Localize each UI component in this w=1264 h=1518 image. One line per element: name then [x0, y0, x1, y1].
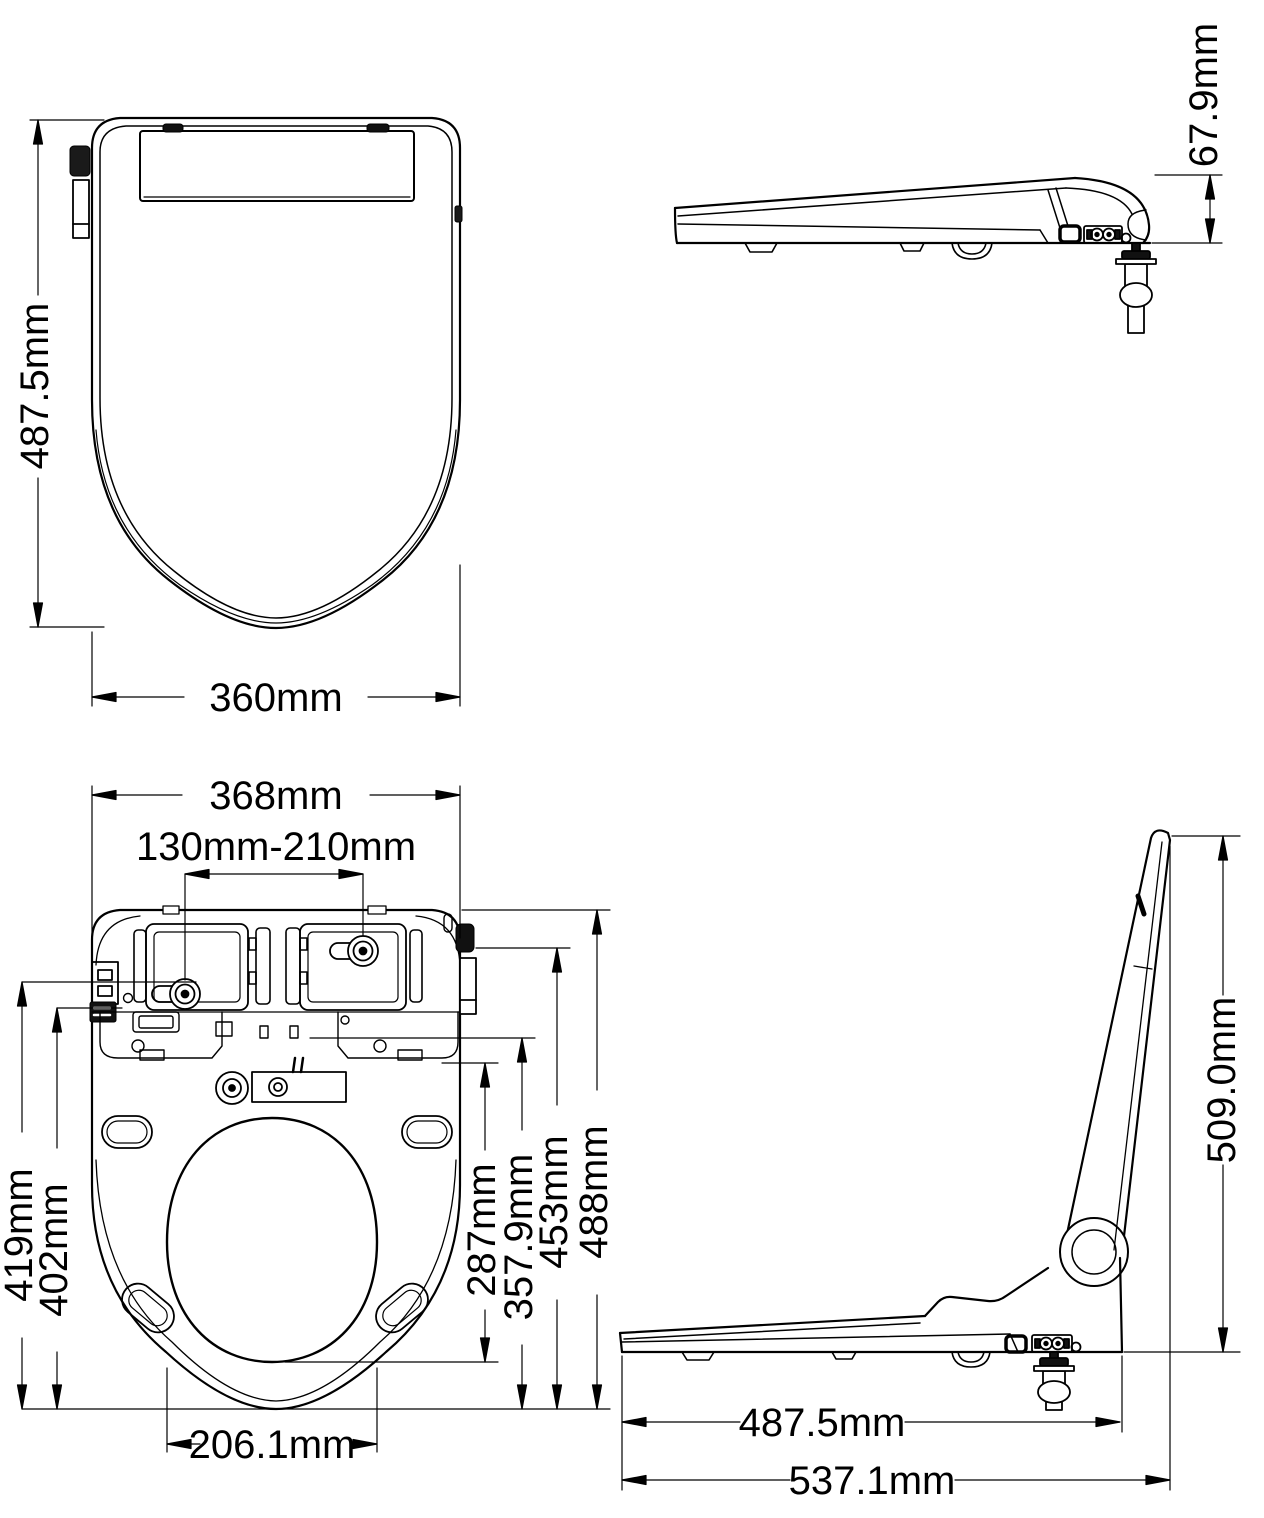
dim-label-419: 419mm: [0, 1168, 41, 1301]
dim-419: [16, 981, 197, 1410]
dim-label-open-body-length: 487.5mm: [739, 1401, 906, 1445]
dim-opening-width: [166, 1367, 378, 1453]
open-lid: [1065, 829, 1172, 1264]
dim-3579: [309, 1037, 536, 1410]
bottom-view: [16, 785, 611, 1453]
side-knob-bottom: [455, 923, 475, 953]
dim-side-height: [1151, 174, 1223, 244]
rear-button: [1058, 224, 1082, 244]
dim-slot-range: [184, 868, 364, 981]
feet: [744, 242, 993, 260]
dim-label-488: 488mm: [572, 1125, 616, 1258]
side-knob: [69, 145, 91, 177]
feet-open: [681, 1351, 991, 1368]
dim-label-slot-range: 130mm-210mm: [136, 825, 416, 869]
hinge-inner: [1071, 1229, 1117, 1275]
left-connector: [91, 961, 119, 1005]
dim-488: [461, 909, 611, 1410]
dim-label-top-width: 360mm: [209, 676, 342, 720]
dim-label-402: 402mm: [32, 1183, 76, 1316]
water-valve: [1115, 242, 1157, 334]
side-mark: [454, 205, 463, 223]
dim-open-overall-length: [621, 845, 1171, 1491]
bumpers: [101, 1115, 453, 1334]
dim-top-width: [91, 564, 461, 707]
hinge-outer: [1059, 1217, 1129, 1287]
dim-label-bottom-width: 368mm: [209, 774, 342, 818]
hinge-tab-left: [162, 123, 184, 133]
mounting-plate-right: [299, 923, 407, 1011]
dim-open-height: [1123, 835, 1241, 1353]
mount-rails: [133, 927, 423, 1005]
small-hardware: [91, 992, 461, 1061]
dim-287: [284, 1062, 499, 1363]
dim-label-open-height: 509.0mm: [1200, 997, 1244, 1164]
top-view: [29, 116, 463, 707]
side-view-open: [618, 829, 1241, 1491]
connector-panel: [1083, 225, 1132, 244]
hinge-damper: [215, 1056, 347, 1105]
water-valve-open: [1033, 1351, 1075, 1411]
dim-label-top-height: 487.5mm: [13, 303, 57, 470]
dim-label-open-overall-length: 537.1mm: [789, 1459, 956, 1503]
dim-top-height: [29, 119, 105, 628]
dim-bottom-width: [91, 785, 461, 939]
dim-453: [475, 947, 571, 1410]
dim-label-3579: 357.9mm: [497, 1154, 541, 1321]
rear-button-open: [1004, 1334, 1028, 1354]
dim-label-side-height: 67.9mm: [1182, 23, 1226, 168]
dim-label-453: 453mm: [532, 1135, 576, 1268]
dim-open-body-length: [621, 1355, 1123, 1491]
hinge-tab-right: [366, 123, 390, 133]
connector-panel-open: [1031, 1334, 1082, 1353]
side-view-closed: [673, 174, 1223, 334]
dim-label-287: 287mm: [460, 1163, 504, 1296]
seat-opening: [165, 1116, 379, 1364]
mounting-plate-left: [145, 923, 249, 1011]
dim-402: [51, 1007, 123, 1410]
dim-label-opening-width: 206.1mm: [189, 1423, 356, 1467]
